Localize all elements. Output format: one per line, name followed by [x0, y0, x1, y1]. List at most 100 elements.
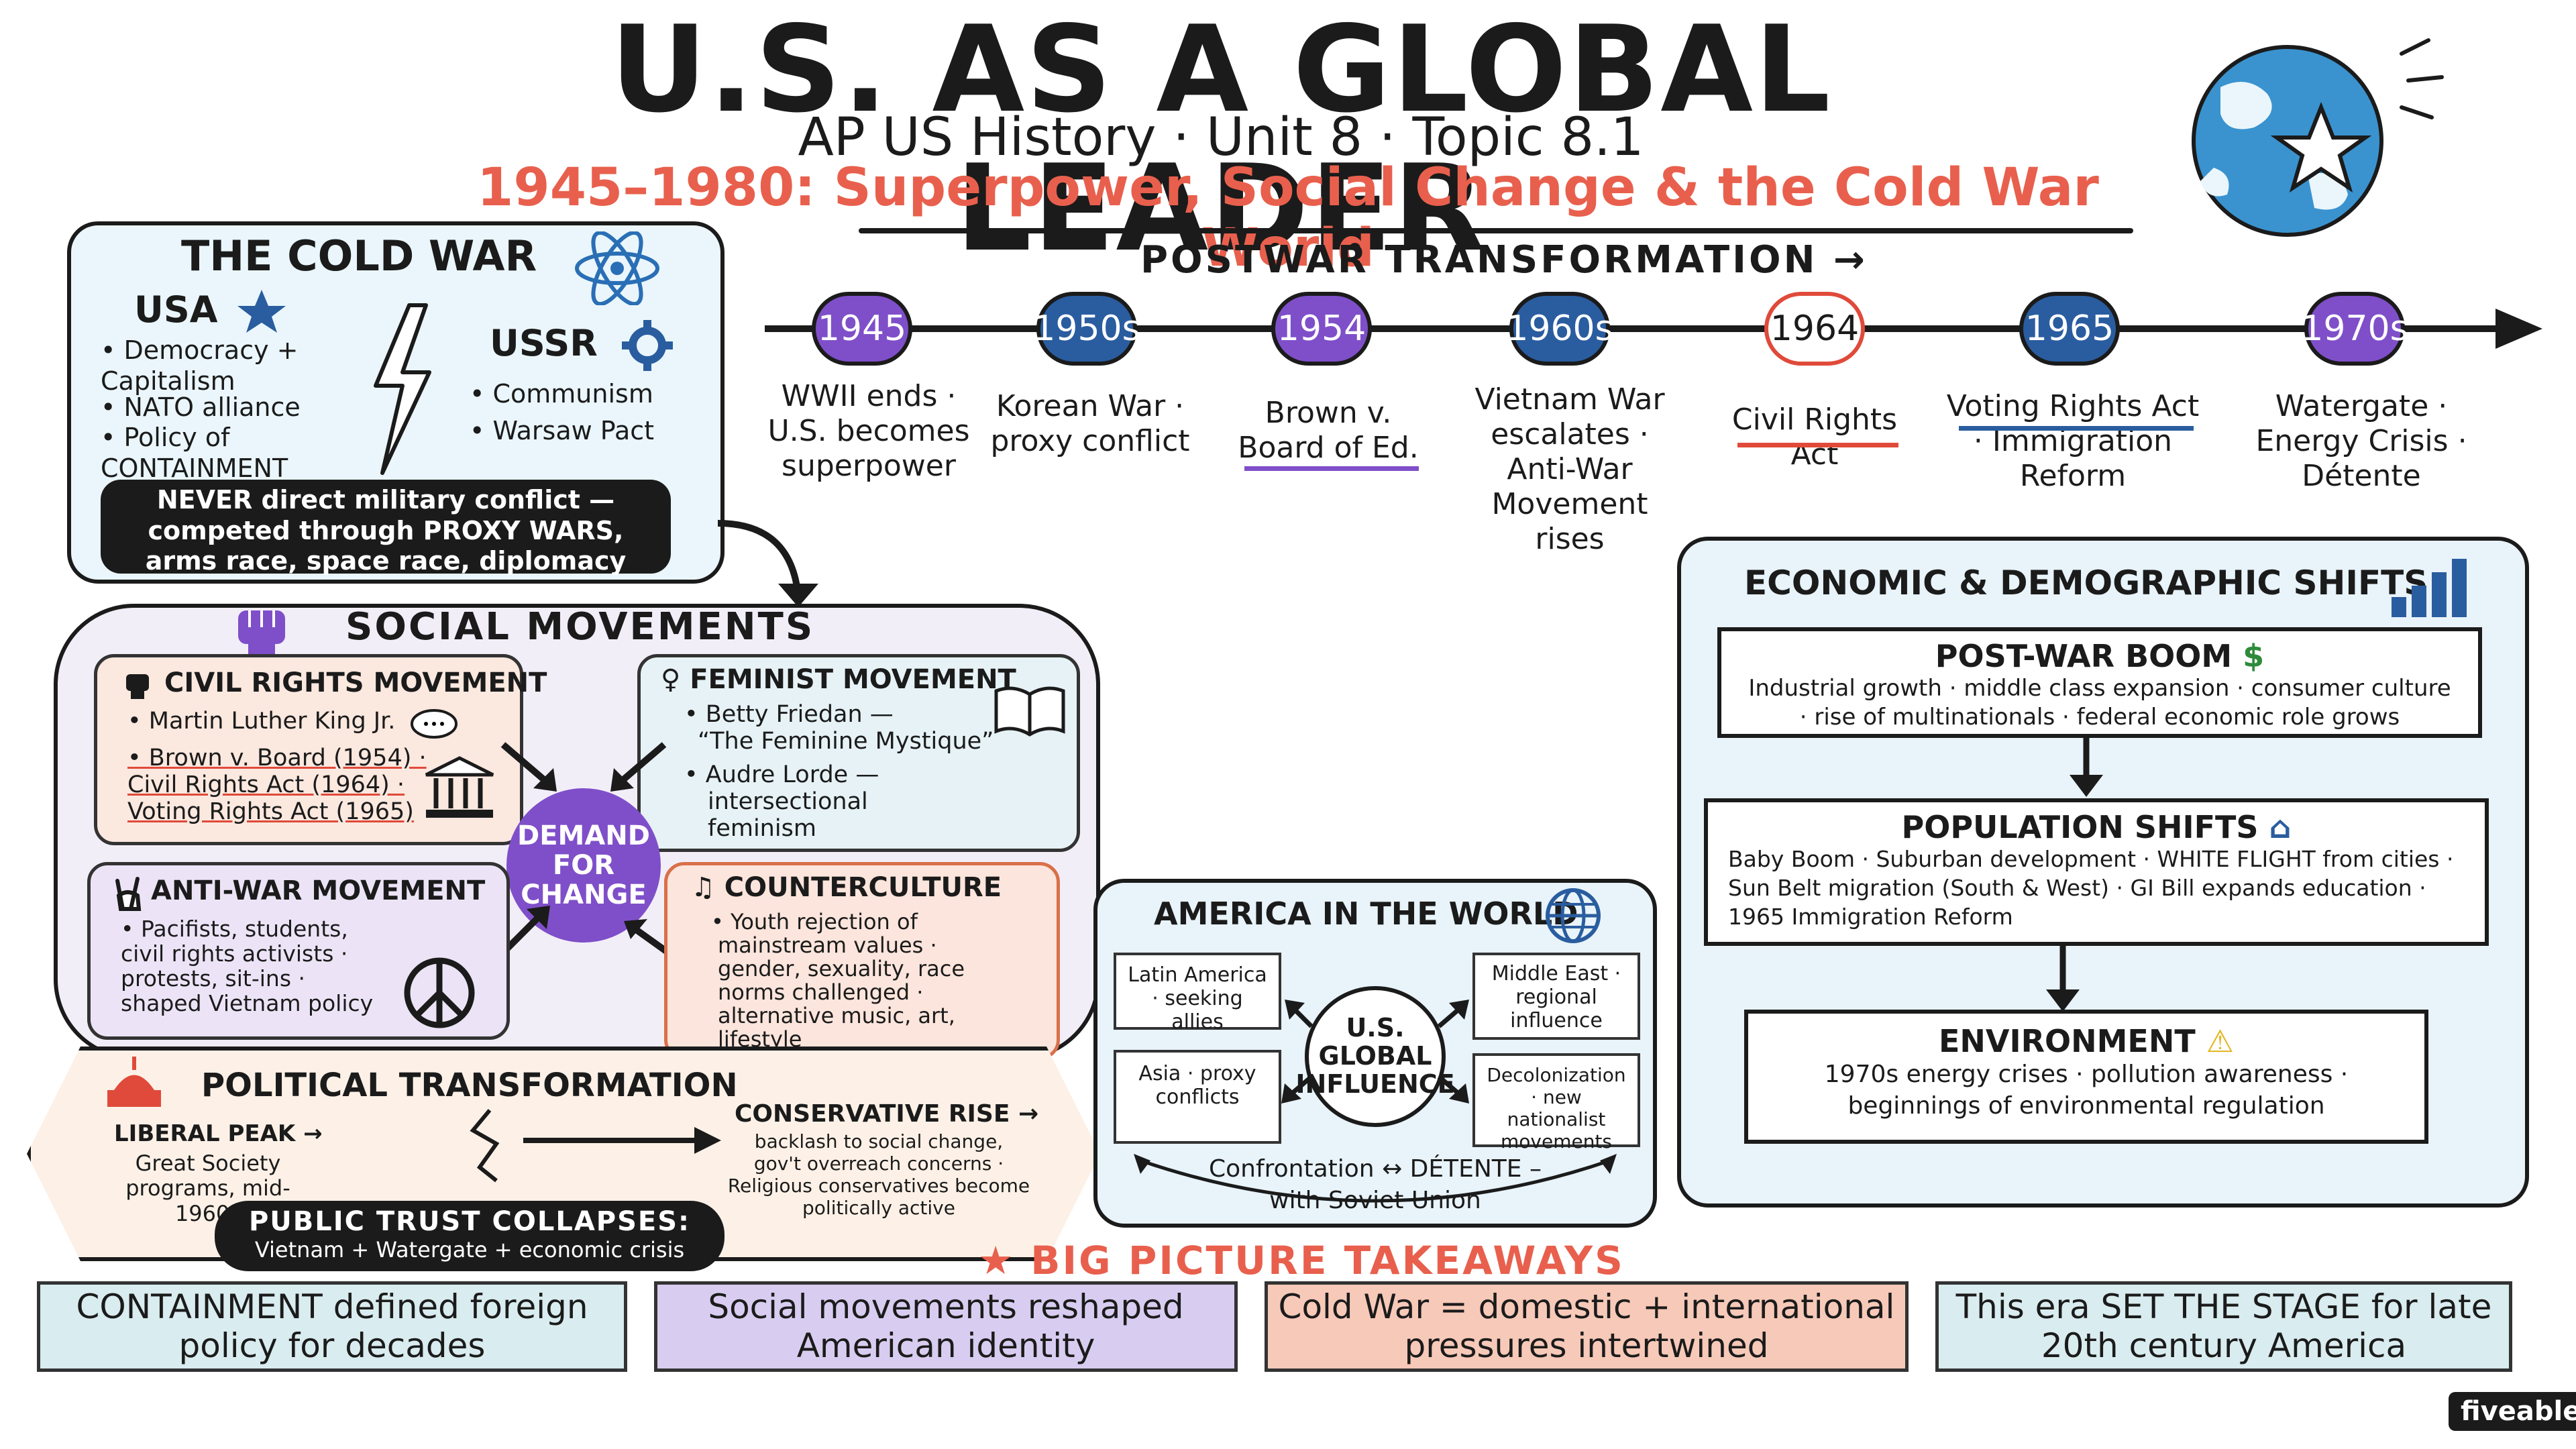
usa-title: USA [134, 288, 218, 331]
civil-rights-item-2: • Brown v. Board (1954) · [127, 745, 427, 771]
anti-war-item-1: • Pacifists, students, [121, 916, 348, 942]
takeaway-4: This era SET THE STAGE for late 20th cen… [1935, 1281, 2512, 1372]
counterculture-item-5: alternative music, art, [718, 1003, 955, 1028]
lightning-icon [374, 303, 431, 475]
main-title: U.S. AS A GLOBAL LEADER [610, 0, 1832, 278]
timeline-label-1945: WWII ends · U.S. becomes superpower [767, 379, 970, 483]
political-arrow [470, 1109, 721, 1183]
population-title: POPULATION SHIFTS ⌂ [1708, 809, 2485, 845]
post-war-boom-title: POST-WAR BOOM $ [1721, 638, 2478, 674]
conservative-rise: CONSERVATIVE RISE → [735, 1100, 1039, 1128]
timeline-node-1970s: 1970s [2301, 292, 2408, 366]
feminist-item-3: • Audre Lorde — [684, 761, 879, 788]
down-arrow-1 [2070, 738, 2103, 797]
conservative-sub-4: politically active [802, 1197, 955, 1219]
asia-card: Asia · proxy conflicts [1114, 1050, 1281, 1144]
era-underline [859, 228, 2133, 233]
timeline-node-1945: 1945 [812, 292, 912, 366]
population-title-text: POPULATION SHIFTS [1901, 809, 2259, 845]
conservative-sub-1: backlash to social change, [754, 1130, 1004, 1152]
atom-icon [575, 231, 659, 305]
subtitle: AP US History · Unit 8 · Topic 8.1 [798, 107, 1644, 168]
timeline-axis [765, 309, 2542, 349]
anti-war-item-2: civil rights activists · [121, 941, 348, 967]
population-shifts-card: POPULATION SHIFTS ⌂ Baby Boom · Suburban… [1704, 798, 2489, 946]
post-war-boom-text: Industrial growth · middle class expansi… [1748, 675, 2451, 731]
ussr-item-2: • Warsaw Pact [470, 416, 655, 445]
political-title: POLITICAL TRANSFORMATION [201, 1067, 738, 1104]
timeline-node-1960s: 1960s [1506, 292, 1613, 366]
conservative-sub-2: gov't overreach concerns · [753, 1152, 1004, 1175]
era-line: 1945–1980: Superpower, Social Change & t… [477, 158, 2099, 278]
timeline-label-1964: Civil Rights Act [1731, 402, 1898, 472]
star-icon [237, 290, 286, 333]
environment-text: 1970s energy crises · pollution awarenes… [1824, 1061, 2349, 1120]
timeline-label-1965: Voting Rights Act · Immigration Reform [1946, 389, 2200, 493]
bar-chart-icon [2392, 559, 2467, 617]
peace-hand-icon [115, 877, 142, 911]
middle-east-card: Middle East · regional influence [1472, 953, 1640, 1040]
takeaways-title: ★ BIG PICTURE TAKEAWAYS [926, 1238, 1677, 1283]
post-war-boom-title-text: POST-WAR BOOM [1935, 638, 2233, 674]
feminist-item-2: “The Feminine Mystique” [698, 728, 994, 755]
civil-rights-item-1: • Martin Luther King Jr. [127, 708, 396, 735]
civil-rights-item-3: Civil Rights Act (1964) · [127, 771, 405, 798]
speech-bubble-icon [411, 709, 458, 739]
takeaway-2: Social movements reshaped American ident… [654, 1281, 1238, 1372]
trust-sub: Vietnam + Watergate + economic crisis [254, 1237, 685, 1263]
feminist-item-1: • Betty Friedan — [684, 701, 894, 728]
timeline-title: POSTWAR TRANSFORMATION → [1140, 238, 1868, 282]
peace-sign-icon [404, 957, 475, 1028]
world-title: AMERICA IN THE WORLD [1154, 896, 1578, 932]
civil-rights-item-4: Voting Rights Act (1965) [127, 798, 414, 825]
usa-item-2: • NATO alliance [101, 392, 301, 422]
takeaway-1: CONTAINMENT defined foreign policy for d… [37, 1281, 627, 1372]
trust-banner: PUBLIC TRUST COLLAPSES: Vietnam + Waterg… [215, 1201, 724, 1271]
underline-1965 [1959, 426, 2194, 431]
down-arrow-2 [2046, 946, 2080, 1012]
social-title: SOCIAL MOVEMENTS [345, 605, 815, 649]
house-icon: ⌂ [2269, 809, 2292, 845]
timeline-node-1950s: 1950s [1033, 292, 1140, 366]
trust-title: PUBLIC TRUST COLLAPSES: [248, 1206, 691, 1237]
liberal-sub-1: Great Society [135, 1150, 281, 1176]
timeline-node-1964: 1964 [1764, 292, 1865, 366]
timeline-node-1954: 1954 [1271, 292, 1372, 366]
anti-war-item-3: protests, sit-ins · [121, 965, 305, 991]
conservative-sub-3: Religious conservatives become [727, 1175, 1030, 1197]
brand-logo: fiveable [2449, 1392, 2576, 1431]
world-bottom-text: Confrontation ↔ DÉTENTE – with Soviet Un… [1208, 1155, 1542, 1214]
counterculture-item-1: • Youth rejection of [711, 909, 918, 934]
courthouse-icon [425, 756, 494, 818]
takeaways-title-text: BIG PICTURE TAKEAWAYS [1030, 1238, 1625, 1283]
feminist-item-4: intersectional [708, 788, 868, 815]
capitol-icon [107, 1057, 161, 1107]
us-global-influence: U.S. GLOBAL INFLUENCE [1295, 986, 1455, 1127]
globe-star-icon [2192, 38, 2444, 237]
usa-item-3: • Policy of CONTAINMENT [101, 423, 288, 483]
counterculture-title: ♫ COUNTERCULTURE [691, 872, 1002, 903]
demand-for-change: DEMAND FOR CHANGE [506, 788, 661, 943]
ussr-title: USSR [490, 322, 598, 364]
environment-card: ENVIRONMENT ⚠ 1970s energy crises · poll… [1744, 1010, 2428, 1144]
econ-title: ECONOMIC & DEMOGRAPHIC SHIFTS [1744, 564, 2428, 602]
feminist-title: ♀ FEMINIST MOVEMENT [661, 664, 1016, 695]
dollar-icon: $ [2243, 638, 2265, 674]
counterculture-item-3: gender, sexuality, race [718, 956, 965, 981]
environment-title: ENVIRONMENT ⚠ [1748, 1023, 2424, 1059]
fist-small-icon [126, 674, 149, 699]
timeline-label-1960s: Vietnam War escalates · Anti-War Movemen… [1474, 382, 1665, 556]
anti-war-title: ANTI-WAR MOVEMENT [151, 875, 486, 906]
usa-item-1: • Democracy + Capitalism [101, 335, 299, 396]
book-icon [994, 686, 1065, 737]
underline-1964 [1737, 443, 1898, 447]
underline-1954 [1244, 466, 1419, 471]
feminist-item-5: feminism [708, 815, 816, 842]
timeline-label-1954: Brown v. Board of Ed. [1238, 396, 1419, 465]
timeline-node-1965: 1965 [2019, 292, 2120, 366]
population-text: Baby Boom · Suburban development · WHITE… [1728, 846, 2454, 930]
anti-war-item-4: shaped Vietnam policy [121, 990, 374, 1016]
ussr-item-1: • Communism [470, 379, 653, 409]
globe-grid-icon [1546, 888, 1601, 943]
cold-war-title: THE COLD WAR [181, 231, 537, 280]
